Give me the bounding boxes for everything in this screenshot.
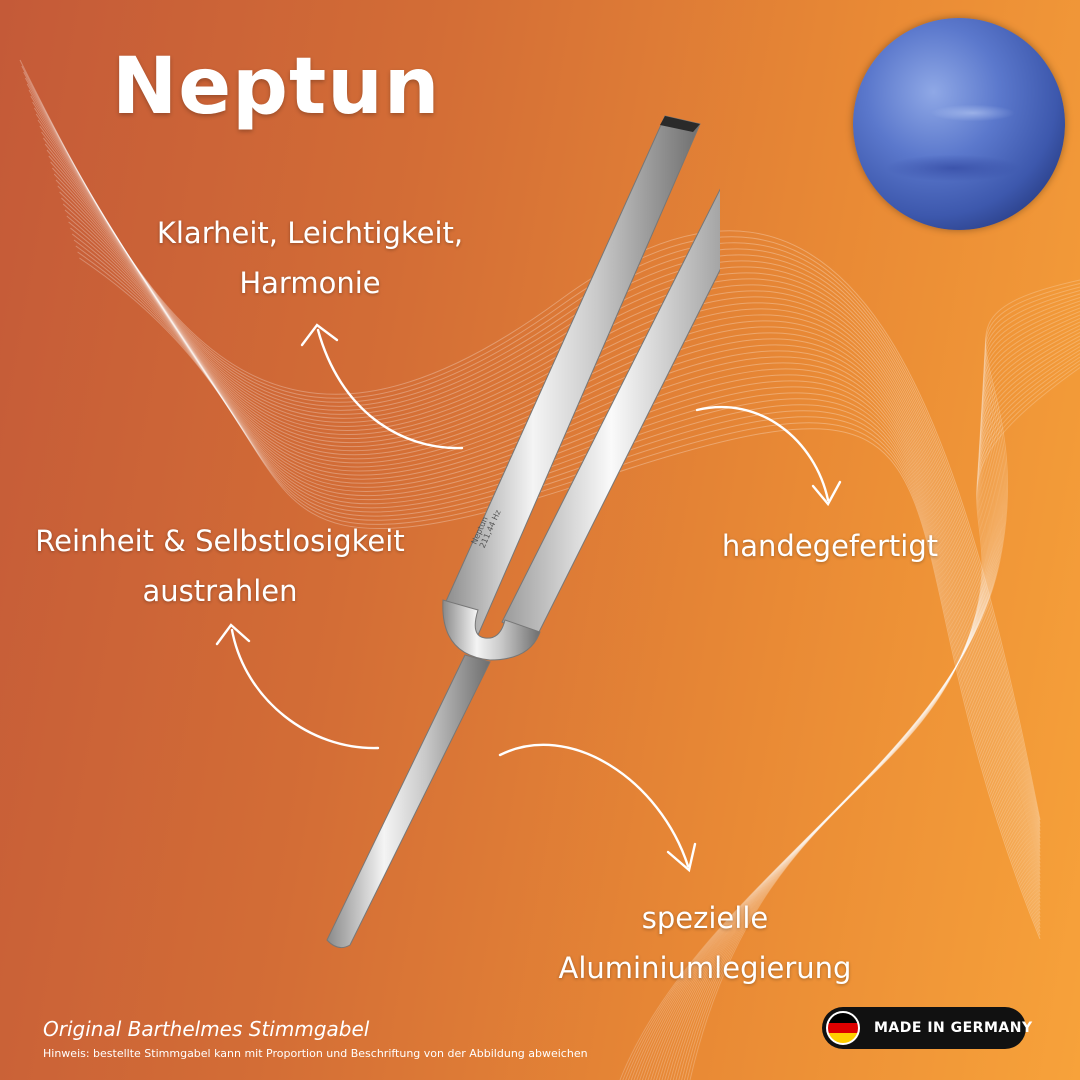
- wave-line: [44, 143, 1041, 871]
- feature-line: Klarheit, Leichtigkeit,: [156, 216, 464, 250]
- wave-line: [667, 339, 1080, 1080]
- made-in-germany-badge: MADE IN GERMANY: [822, 1007, 1032, 1049]
- badge-label: MADE IN GERMANY: [874, 1020, 1033, 1036]
- wave-line: [689, 367, 1080, 1080]
- wave-line: [681, 356, 1080, 1080]
- wave-line: [678, 353, 1080, 1080]
- wave-line: [622, 283, 1080, 1080]
- wave-line: [655, 325, 1080, 1080]
- wave-line: [644, 311, 1080, 1080]
- wave-line: [43, 137, 1041, 867]
- wave-line: [641, 307, 1080, 1080]
- wave-line: [669, 342, 1080, 1080]
- wave-line: [675, 349, 1080, 1080]
- feature-label-purity: Reinheit & Selbstlosigkeit austrahlen: [20, 516, 420, 616]
- wave-line: [683, 360, 1080, 1080]
- wave-line: [46, 149, 1041, 875]
- wave-line: [619, 279, 1080, 1080]
- wave-line: [630, 293, 1080, 1080]
- wave-line: [650, 318, 1080, 1080]
- wave-line: [48, 155, 1041, 878]
- wave-line: [625, 286, 1080, 1080]
- feature-line: Harmonie: [239, 266, 381, 300]
- wave-line: [627, 290, 1080, 1080]
- feature-label-alloy: spezielle Aluminiumlegierung: [515, 893, 895, 993]
- wave-line: [41, 131, 1041, 864]
- feature-line: handegefertigt: [721, 529, 939, 563]
- wave-line: [672, 346, 1080, 1080]
- wave-line: [61, 197, 1041, 903]
- wave-line: [57, 185, 1041, 896]
- wave-line: [639, 304, 1080, 1080]
- wave-line: [653, 321, 1080, 1080]
- feature-line: austrahlen: [142, 574, 298, 608]
- wave-line: [661, 332, 1080, 1080]
- wave-line: [658, 328, 1080, 1080]
- feature-line: spezielle: [641, 901, 769, 935]
- germany-flag-icon: [826, 1011, 860, 1045]
- wave-line: [53, 173, 1041, 889]
- wave-line: [633, 297, 1080, 1080]
- brand-caption: Original Barthelmes Stimmgabel: [43, 1017, 370, 1041]
- feature-line: Reinheit & Selbstlosigkeit: [35, 524, 405, 558]
- feature-line: Aluminiumlegierung: [558, 951, 852, 985]
- wave-line: [19, 59, 1041, 821]
- feature-label-handmade: handegefertigt: [690, 521, 970, 571]
- neptune-planet-image: [853, 18, 1065, 230]
- tuning-fork-image: Neptun 211,44 Hz: [326, 115, 720, 949]
- disclaimer-note: Hinweis: bestellte Stimmgabel kann mit P…: [43, 1047, 588, 1060]
- wave-line: [664, 335, 1080, 1080]
- wave-line: [686, 363, 1080, 1080]
- wave-line: [50, 161, 1041, 882]
- wave-line: [636, 300, 1080, 1080]
- wave-line: [55, 179, 1041, 893]
- wave-line: [59, 191, 1041, 900]
- wave-line: [647, 314, 1080, 1080]
- feature-label-clarity: Klarheit, Leichtigkeit, Harmonie: [140, 208, 480, 308]
- page-title: Neptun: [112, 42, 441, 132]
- wave-line: [52, 167, 1041, 885]
